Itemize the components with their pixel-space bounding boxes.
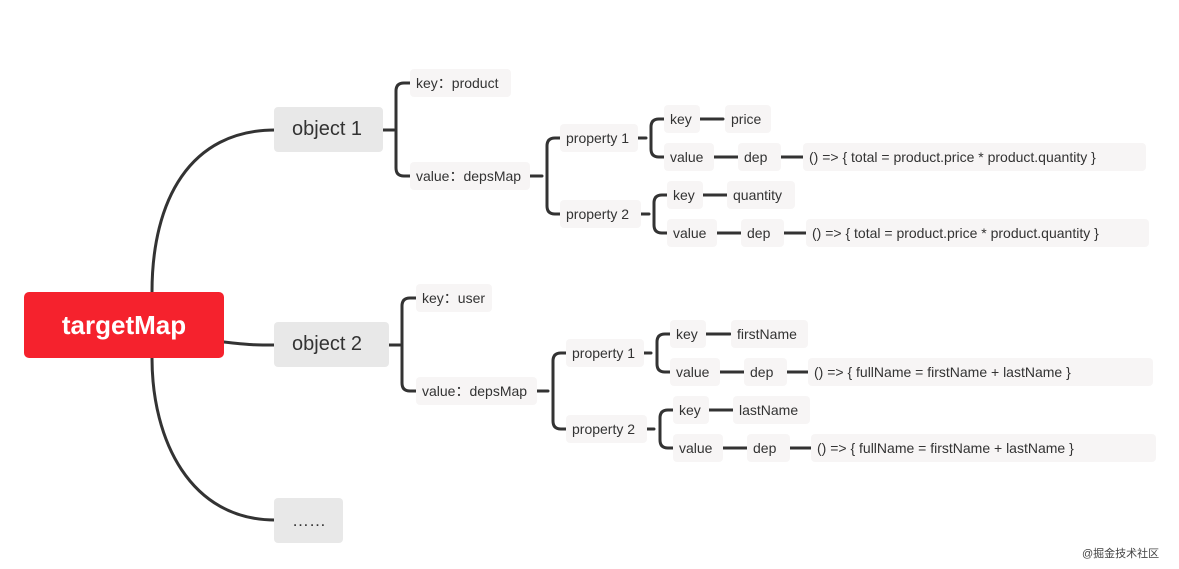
object-2-property-1-dep-node[interactable]: dep [744, 358, 787, 386]
object-2-node[interactable]: object 2 [274, 322, 389, 367]
object-2-property-2-node[interactable]: property 2 [566, 415, 647, 443]
watermark-text: @掘金技术社区 [1082, 548, 1160, 560]
object-2-value-node[interactable]: value：depsMap [416, 377, 537, 405]
object-1-property-1-node[interactable]: property 1 [560, 124, 638, 152]
object-2-key-node[interactable]: key：user [416, 284, 492, 312]
object-1-property-1-value-node[interactable]: value [664, 143, 714, 171]
object-2-property-1-node[interactable]: property 1 [566, 339, 644, 367]
object-1-property-1-key-node[interactable]: key [664, 105, 700, 133]
object-1-property-1-dep-node[interactable]: dep [738, 143, 781, 171]
object-1-property-1-key-value-node[interactable]: price [725, 105, 771, 133]
object-1-property-2-key-node[interactable]: key [667, 181, 703, 209]
object-2-property-2-key-value-node[interactable]: lastName [733, 396, 810, 424]
object-2-property-1-key-node[interactable]: key [670, 320, 706, 348]
object-1-property-2-node[interactable]: property 2 [560, 200, 641, 228]
object-1-property-2-value-node[interactable]: value [667, 219, 717, 247]
object-2-property-1-value-node[interactable]: value [670, 358, 720, 386]
object-1-property-2-effect-node[interactable]: () => { total = product.price * product.… [806, 219, 1149, 247]
object-2-property-1-effect-node[interactable]: () => { fullName = firstName + lastName … [808, 358, 1153, 386]
object-2-property-1-key-value-node[interactable]: firstName [731, 320, 808, 348]
root-node-targetmap[interactable]: targetMap [24, 292, 224, 358]
object-2-property-2-effect-node[interactable]: () => { fullName = firstName + lastName … [811, 434, 1156, 462]
object-2-property-2-value-node[interactable]: value [673, 434, 723, 462]
object-1-property-2-dep-node[interactable]: dep [741, 219, 784, 247]
object-1-property-2-key-value-node[interactable]: quantity [727, 181, 795, 209]
more-node[interactable]: …… [274, 498, 343, 543]
object-1-value-node[interactable]: value：depsMap [410, 162, 530, 190]
object-2-property-2-dep-node[interactable]: dep [747, 434, 790, 462]
object-1-node[interactable]: object 1 [274, 107, 383, 152]
object-1-property-1-effect-node[interactable]: () => { total = product.price * product.… [803, 143, 1146, 171]
object-1-key-node[interactable]: key：product [410, 69, 511, 97]
object-2-property-2-key-node[interactable]: key [673, 396, 709, 424]
